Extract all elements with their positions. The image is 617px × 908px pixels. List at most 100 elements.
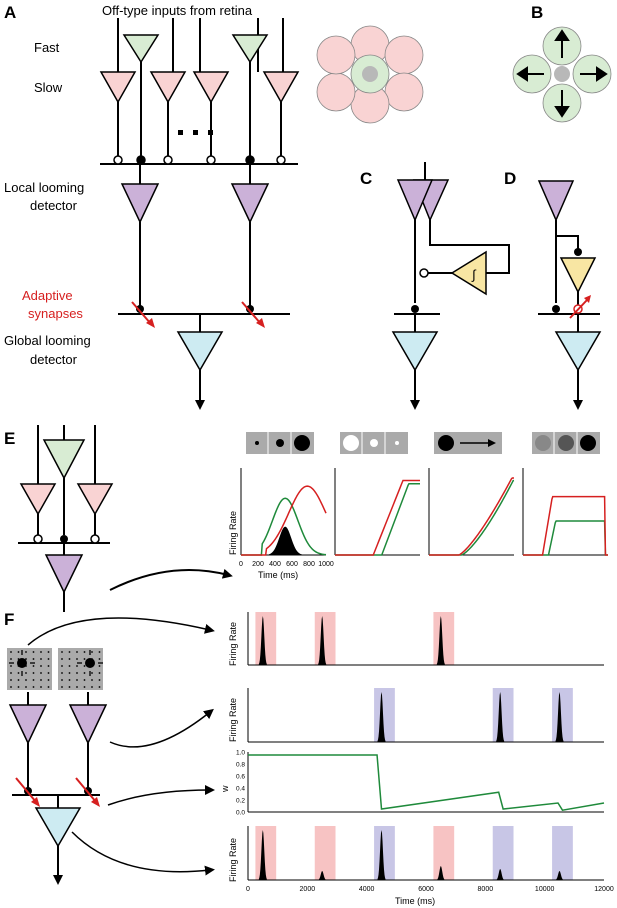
panel-label-f: F — [4, 610, 14, 629]
fast-neuron-e — [42, 439, 86, 480]
grid-dot — [83, 686, 86, 688]
grid-dot — [76, 658, 78, 660]
stimulus-icons — [246, 432, 600, 454]
f-ylabel-2: Firing Rate — [228, 698, 238, 742]
grid-dot — [61, 679, 63, 681]
inhibitory-synapse-c — [419, 268, 429, 278]
global-detector-c — [391, 331, 439, 372]
grid-dot — [25, 686, 27, 688]
input-wires — [100, 18, 298, 410]
adaptive-arrowhead-2 — [256, 318, 265, 328]
slow-neuron-3 — [192, 71, 230, 104]
grid-dot — [76, 686, 78, 688]
grid-dot — [32, 651, 35, 653]
global-label-1: Global looming — [4, 333, 91, 348]
grid-dot — [68, 686, 71, 688]
w-tick-label: 0.8 — [236, 762, 245, 769]
panel-b: B — [512, 3, 612, 123]
panel-label-c: C — [360, 169, 372, 188]
grid-dot — [68, 665, 71, 667]
green-trace — [523, 520, 608, 556]
grid-dot — [32, 679, 35, 681]
grid-dot — [83, 651, 86, 653]
local-label-1: Local looming — [4, 180, 84, 195]
adaptive-label-1: Adaptive — [22, 288, 73, 303]
receptive-field — [316, 25, 424, 124]
grid-dot — [17, 651, 20, 653]
grid-dot — [10, 679, 12, 681]
w-tick-label: 0.0 — [236, 810, 245, 817]
modulator-d — [559, 257, 597, 294]
spike — [436, 616, 445, 665]
slow-neuron-2 — [149, 71, 187, 104]
spike — [496, 692, 505, 742]
synapse-e-1 — [33, 534, 43, 544]
grid-dot — [91, 651, 93, 653]
slow-neuron-4 — [262, 71, 300, 104]
adaptive-arrowhead-f-1 — [31, 797, 40, 807]
grid-dot — [91, 672, 93, 674]
f-xtick-label: 4000 — [359, 886, 375, 893]
grid-dot — [76, 679, 78, 681]
fast-label: Fast — [34, 40, 60, 55]
spike — [377, 692, 386, 742]
adaptive-arrowhead-f-2 — [91, 797, 100, 807]
grid-dot — [61, 651, 63, 653]
grid-dot — [98, 686, 101, 688]
panel-f: F — [4, 610, 614, 906]
stimulus-window — [433, 612, 455, 665]
panel-f-plots — [247, 612, 605, 881]
red-trace — [241, 485, 327, 556]
grid-dot — [68, 651, 71, 653]
f-xtick-label: 0 — [246, 886, 250, 893]
direction-arrows — [516, 29, 608, 118]
grid-dot — [25, 651, 27, 653]
e-xtick-label: 1000 — [318, 561, 334, 568]
stimulus-window — [374, 826, 395, 880]
spike — [258, 830, 267, 880]
grid-dot — [47, 658, 50, 660]
grid-dot — [76, 651, 78, 653]
grid-dot — [61, 658, 63, 660]
f-stimuli — [7, 648, 103, 690]
grid-dot — [32, 665, 35, 667]
local-detector-f-2 — [68, 704, 108, 745]
red-trace — [523, 495, 608, 556]
grid-dot — [47, 665, 50, 667]
adaptive-arrowhead-d — [584, 295, 591, 303]
spike — [555, 692, 564, 742]
grid-dot — [76, 665, 78, 667]
grid-dot — [61, 686, 63, 688]
spike — [318, 616, 327, 665]
grid-dot — [10, 672, 12, 674]
local-label-2: detector — [30, 198, 78, 213]
e-xlabel: Time (ms) — [258, 570, 298, 580]
grid-dot — [98, 672, 101, 674]
panel-d: D — [504, 169, 602, 410]
global-detector-f — [34, 807, 82, 848]
synapse-d — [552, 305, 560, 313]
grid-dot — [25, 679, 27, 681]
f-xtick-label: 12000 — [594, 886, 614, 893]
red-trace — [429, 477, 514, 556]
fast-neuron-1 — [122, 34, 160, 64]
grid-dot — [10, 651, 12, 653]
grid-dot — [61, 665, 63, 667]
grid-dot — [25, 658, 27, 660]
input-synapses — [113, 155, 286, 165]
fast-neuron-2 — [231, 34, 269, 64]
grid-dot — [17, 686, 20, 688]
e-xtick-label: 800 — [303, 561, 315, 568]
adaptive-arrow-f-1 — [15, 777, 37, 803]
stimulus-window — [314, 612, 336, 665]
grid-dot — [47, 679, 50, 681]
synapse-c — [411, 305, 419, 313]
grid-dot — [10, 665, 12, 667]
grid-dot — [40, 672, 42, 674]
center-dot — [554, 66, 570, 82]
stimulus-window — [552, 826, 573, 880]
f-xtick-label: 8000 — [478, 886, 494, 893]
w-tick-label: 0.6 — [236, 774, 245, 781]
panel-label-b: B — [531, 3, 543, 22]
